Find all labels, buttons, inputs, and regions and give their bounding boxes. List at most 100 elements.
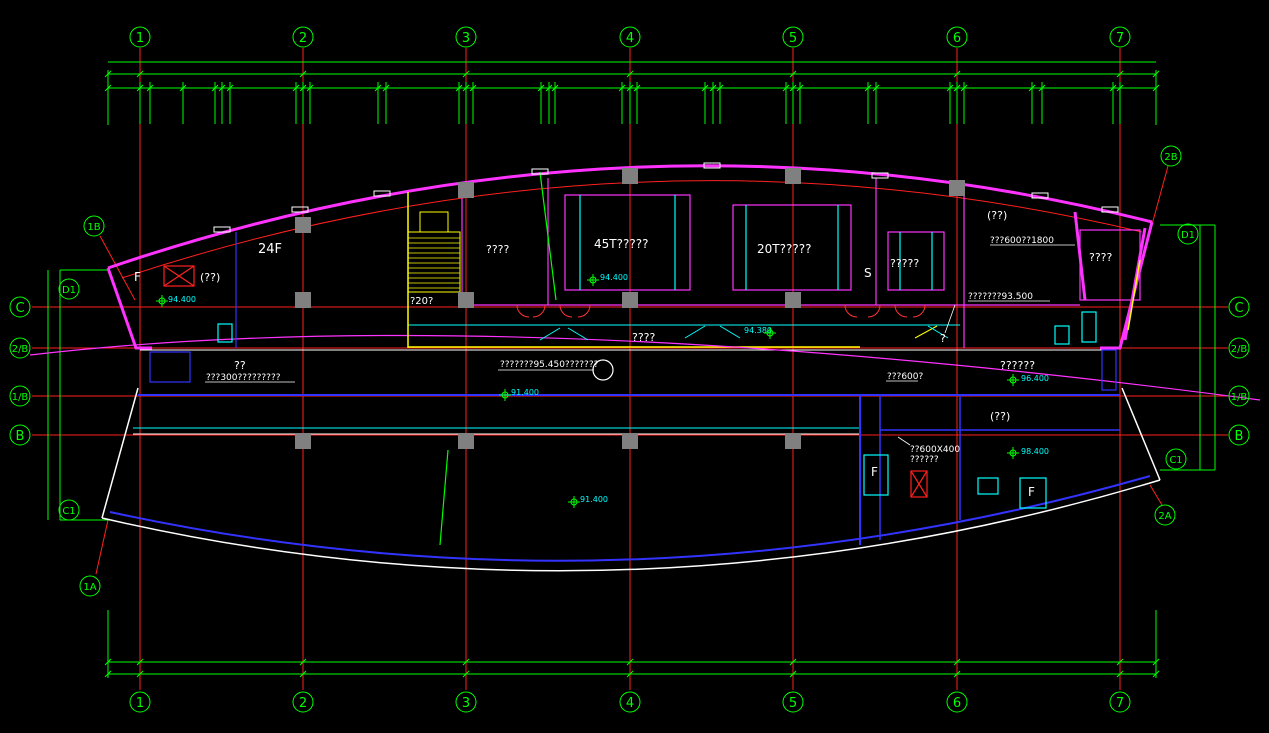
svg-text:1/B: 1/B: [1231, 392, 1248, 403]
room-label-shaft: ?????: [890, 257, 919, 270]
dimension-ticks: [104, 70, 1160, 678]
annotation-notes: ???600??1800 ???????93.500 ???????95.450…: [205, 236, 1075, 465]
elev-91400-b: 91.400: [580, 495, 608, 504]
axis-bubble-2b: 2B: [1160, 145, 1182, 167]
room-label-s: S: [864, 266, 872, 280]
svg-text:5: 5: [789, 696, 797, 711]
axis-bubble-right-c1: C1: [1165, 448, 1187, 470]
window-marks: [213, 162, 1119, 233]
axis-bubble-bottom-3: 3: [455, 691, 477, 713]
note-300: ???300?????????: [206, 373, 281, 383]
axis-bubble-top-3: 3: [455, 26, 477, 48]
axis-bubble-right-1b: 1/B: [1228, 385, 1250, 407]
room-label-paren-left: (??): [200, 271, 220, 284]
dim-tick: [462, 70, 470, 78]
dim-tick: [136, 70, 144, 78]
room-label-f-left: F: [134, 270, 141, 284]
dim-tick: [789, 670, 797, 678]
room-label-q: ?: [940, 332, 946, 345]
structural-column: [785, 433, 801, 449]
axis-bubble-top-2: 2: [292, 26, 314, 48]
window-mark: [213, 226, 231, 233]
room-label-45t: 45T?????: [594, 237, 648, 251]
room-label-24f: 24F: [258, 242, 282, 257]
axis-bubble-left-2b: 2/B: [9, 337, 31, 359]
axis-bubble-top-6: 6: [946, 26, 968, 48]
building-outline: [29, 164, 1261, 572]
structural-column: [622, 292, 638, 308]
shaft-small: [887, 231, 945, 291]
dim-tick: [1116, 658, 1124, 666]
svg-text:1B: 1B: [87, 222, 100, 233]
west-wall-south: [101, 387, 139, 519]
diag-axis-2b: [1149, 165, 1169, 233]
structural-column: [458, 433, 474, 449]
elev-98400: 98.400: [1021, 447, 1049, 456]
doors: [516, 304, 938, 339]
dimension-lines: [47, 61, 1216, 678]
svg-text:2: 2: [299, 696, 307, 711]
dim-tick: [136, 658, 144, 666]
axis-bubble-right-d1: D1: [1177, 223, 1199, 245]
svg-text:1/B: 1/B: [12, 392, 29, 403]
room-label-paren-right-low: (??): [990, 410, 1010, 423]
sloped-curve: [29, 334, 1261, 401]
room-label-f-mid: F: [871, 465, 878, 479]
dim-tick: [626, 658, 634, 666]
dim-tick: [462, 670, 470, 678]
hydrant-box-right: [910, 470, 928, 498]
dim-tick: [299, 70, 307, 78]
window-mark: [871, 172, 889, 179]
axis-bubble-right-c: C: [1228, 296, 1250, 318]
window-mark: [373, 190, 391, 197]
axis-bubble-1b: 1B: [83, 215, 105, 237]
axis-bubble-bottom-1: 1: [129, 691, 151, 713]
svg-text:6: 6: [953, 31, 961, 46]
window-mark: [531, 168, 549, 175]
dim-tick: [299, 658, 307, 666]
axis-bubble-left-c1: C1: [58, 499, 80, 521]
dim-tick: [104, 658, 112, 666]
shaft-20t: [732, 204, 852, 291]
note-95450: ???????95.450???????: [500, 360, 599, 370]
axis-bubble-left-d1: D1: [58, 278, 80, 300]
svg-text:7: 7: [1116, 31, 1124, 46]
axis-bubble-right-2b: 2/B: [1228, 337, 1250, 359]
structural-column: [622, 168, 638, 184]
dim-tick: [136, 670, 144, 678]
svg-text:B: B: [16, 429, 25, 444]
room-label-20t: 20T?????: [757, 242, 811, 256]
axis-bubble-top-4: 4: [619, 26, 641, 48]
axis-bubble-2a: 2A: [1154, 504, 1176, 526]
svg-text:4: 4: [626, 696, 634, 711]
elev-91400-a: 91.400: [511, 388, 539, 397]
room-label-stair: ????: [486, 243, 510, 256]
structural-column: [949, 180, 965, 196]
svg-text:C: C: [1234, 301, 1243, 316]
dim-tick: [953, 70, 961, 78]
west-wall-north: [106, 267, 152, 350]
axis-bubble-right-b: B: [1228, 424, 1250, 446]
window-mark: [291, 206, 309, 213]
svg-text:3: 3: [462, 31, 470, 46]
window-mark: [1101, 206, 1119, 213]
note-door-600: ???600?: [887, 372, 924, 382]
structural-column: [785, 168, 801, 184]
svg-text:2A: 2A: [1158, 511, 1171, 522]
svg-text:2B: 2B: [1164, 152, 1177, 163]
axis-bubble-left-b: B: [9, 424, 31, 446]
structural-column: [295, 433, 311, 449]
dim-tick: [953, 658, 961, 666]
room-label-f-right: F: [1028, 485, 1035, 499]
window-mark: [1031, 192, 1049, 199]
elev-94380: 94.380: [744, 326, 772, 335]
diag-axis-1a: [95, 519, 109, 575]
elev-96400: 96.400: [1021, 374, 1049, 383]
dim-tick: [1152, 70, 1160, 78]
axis-bubble-bottom-4: 4: [619, 691, 641, 713]
structural-columns: [295, 168, 965, 449]
axis-bubble-bottom-7: 7: [1109, 691, 1131, 713]
interior-partitions: [149, 171, 1147, 546]
note-elev-93500: ???????93.500: [968, 292, 1033, 302]
note-door-600x400-b: ??????: [910, 455, 939, 465]
